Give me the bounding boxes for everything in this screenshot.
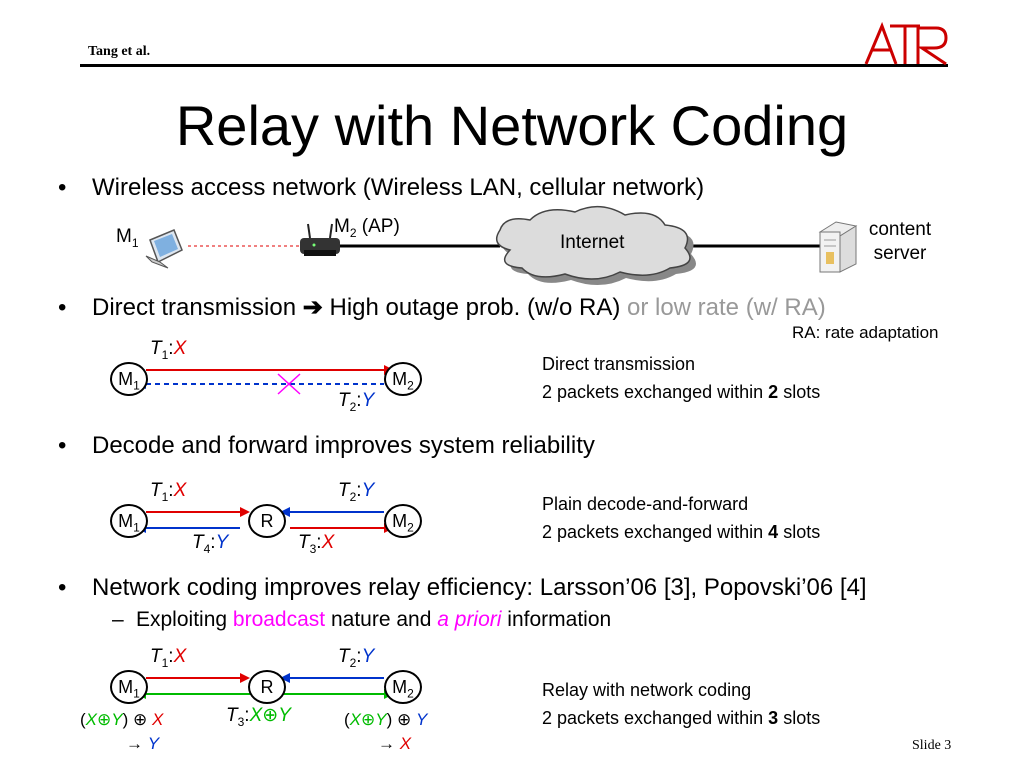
note-df: Plain decode-and-forward 2 packets excha… (542, 494, 821, 542)
node-m1-nc: M1 (110, 670, 148, 704)
cloud-icon (495, 206, 696, 286)
bullet-network-coding: •Network coding improves relay efficienc… (58, 574, 867, 601)
laptop-icon (145, 229, 183, 269)
router-icon (300, 223, 340, 256)
slide-number: Slide 3 (912, 738, 952, 753)
node-r-nc: R (248, 670, 286, 704)
df-t2-label: T2:Y (338, 480, 375, 504)
t1-x-label: T1:X (150, 338, 187, 362)
nc-t2-label: T2:Y (338, 646, 375, 670)
bullet-wireless: •Wireless access network (Wireless LAN, … (58, 174, 705, 201)
m2-decode-expr: (X⊕Y) ⊕ Y (344, 710, 428, 729)
node-m2-df: M2 (384, 504, 422, 538)
note-nc: Relay with network coding 2 packets exch… (542, 680, 821, 728)
node-m2-direct: M2 (384, 362, 422, 396)
node-m1-df: M1 (110, 504, 148, 538)
ra-note: RA: rate adaptation (792, 323, 939, 342)
bullet-decode-forward: •Decode and forward improves system reli… (58, 432, 595, 459)
node-r-df: R (248, 504, 286, 538)
node-m2-nc: M2 (384, 670, 422, 704)
m2-ap-label: M2 (AP) (334, 216, 400, 240)
m2-decode-result: → X (378, 734, 412, 753)
server-icon (818, 221, 858, 273)
df-t3-label: T3:X (298, 532, 335, 556)
atr-logo (862, 20, 952, 73)
bullet-wireless-text: Wireless access network (Wireless LAN, c… (92, 174, 705, 201)
nc-t1-label: T1:X (150, 646, 187, 670)
sub-bullet-broadcast: –Exploiting broadcast nature and a prior… (112, 608, 612, 631)
author-label: Tang et al. (88, 44, 151, 59)
slide-title: Relay with Network Coding (175, 94, 849, 157)
bullet-direct: •Direct transmission ➔ High outage prob.… (58, 294, 826, 321)
m1-decode-result: → Y (126, 734, 160, 753)
nc-t3-label: T3:X⊕Y (226, 705, 291, 729)
internet-label: Internet (560, 232, 625, 253)
header-rule (80, 64, 948, 67)
node-m1-direct: M1 (110, 362, 148, 396)
note-direct: Direct transmission 2 packets exchanged … (542, 354, 821, 402)
m1-decode-expr: (X⊕Y) ⊕ X (80, 710, 164, 729)
m1-label: M1 (116, 226, 139, 250)
df-t4-label: T4:Y (192, 532, 229, 556)
t2-y-label: T2:Y (338, 390, 375, 414)
df-t1-label: T1:X (150, 480, 187, 504)
